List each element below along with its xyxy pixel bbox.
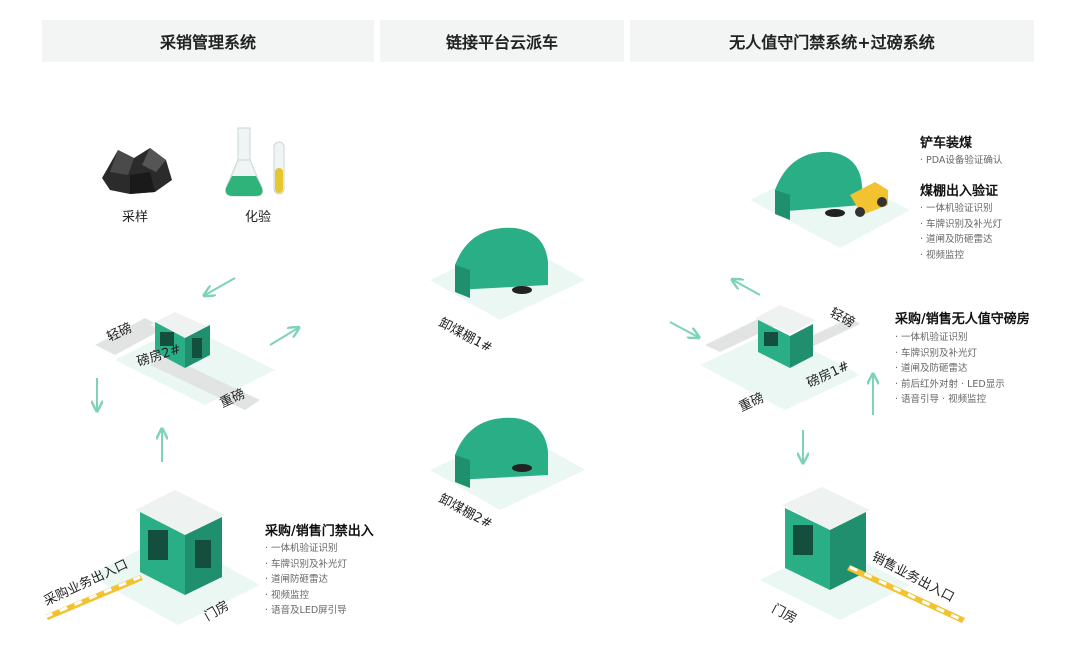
feature-item: 道闸及防砸雷达 (895, 361, 1005, 377)
flask-icon (225, 127, 285, 197)
shed-verify-features: 一体机验证识别 车牌识别及补光灯 道闸及防砸雷达 视频监控 (920, 201, 1002, 263)
shed-loader (775, 151, 888, 220)
shed-1 (455, 227, 548, 298)
header-center: 链接平台云派车 (380, 20, 624, 62)
unmanned-features: 一体机验证识别 车牌识别及补光灯 道闸及防砸雷达 前后红外对射 · LED显示 … (895, 330, 1005, 408)
feature-item: 前后红外对射 · LED显示 (895, 377, 1005, 393)
feature-item: 道闸及防砸雷达 (920, 232, 1002, 248)
shed-verify-title: 煤棚出入验证 (920, 184, 999, 199)
feature-item: 一体机验证识别 (265, 541, 347, 557)
feature-item: 车牌识别及补光灯 (895, 346, 1005, 362)
shed-2 (455, 417, 548, 488)
header-right: 无人值守门禁系统+过磅系统 (630, 20, 1034, 62)
feature-item: 车牌识别及补光灯 (265, 557, 347, 573)
feature-item: 语音及LED屏引导 (265, 603, 347, 619)
loader-title: 铲车装煤 (920, 136, 973, 151)
scale-house-2 (95, 312, 260, 410)
feature-item: 视频监控 (265, 588, 347, 604)
feature-item: 语音引导 · 视频监控 (895, 392, 1005, 408)
feature-item: 一体机验证识别 (895, 330, 1005, 346)
feature-item: 一体机验证识别 (920, 201, 1002, 217)
feature-item: PDA设备验证确认 (920, 153, 1002, 169)
gate-access-title: 采购/销售门禁出入 (265, 524, 374, 539)
unmanned-title: 采购/销售无人值守磅房 (895, 312, 1030, 327)
loader-features: PDA设备验证确认 (920, 153, 1002, 169)
feature-item: 视频监控 (920, 248, 1002, 264)
gate-house-right (782, 487, 965, 623)
lab-test-label: 化验 (245, 210, 272, 225)
header-left: 采销管理系统 (42, 20, 374, 62)
scale-house-1 (705, 305, 860, 368)
coal-pile-icon (102, 148, 172, 194)
gate-house-left (44, 490, 225, 620)
feature-item: 车牌识别及补光灯 (920, 217, 1002, 233)
sampling-label: 采样 (122, 210, 149, 225)
gate-access-features: 一体机验证识别 车牌识别及补光灯 道闸防砸雷达 视频监控 语音及LED屏引导 (265, 541, 347, 619)
feature-item: 道闸防砸雷达 (265, 572, 347, 588)
